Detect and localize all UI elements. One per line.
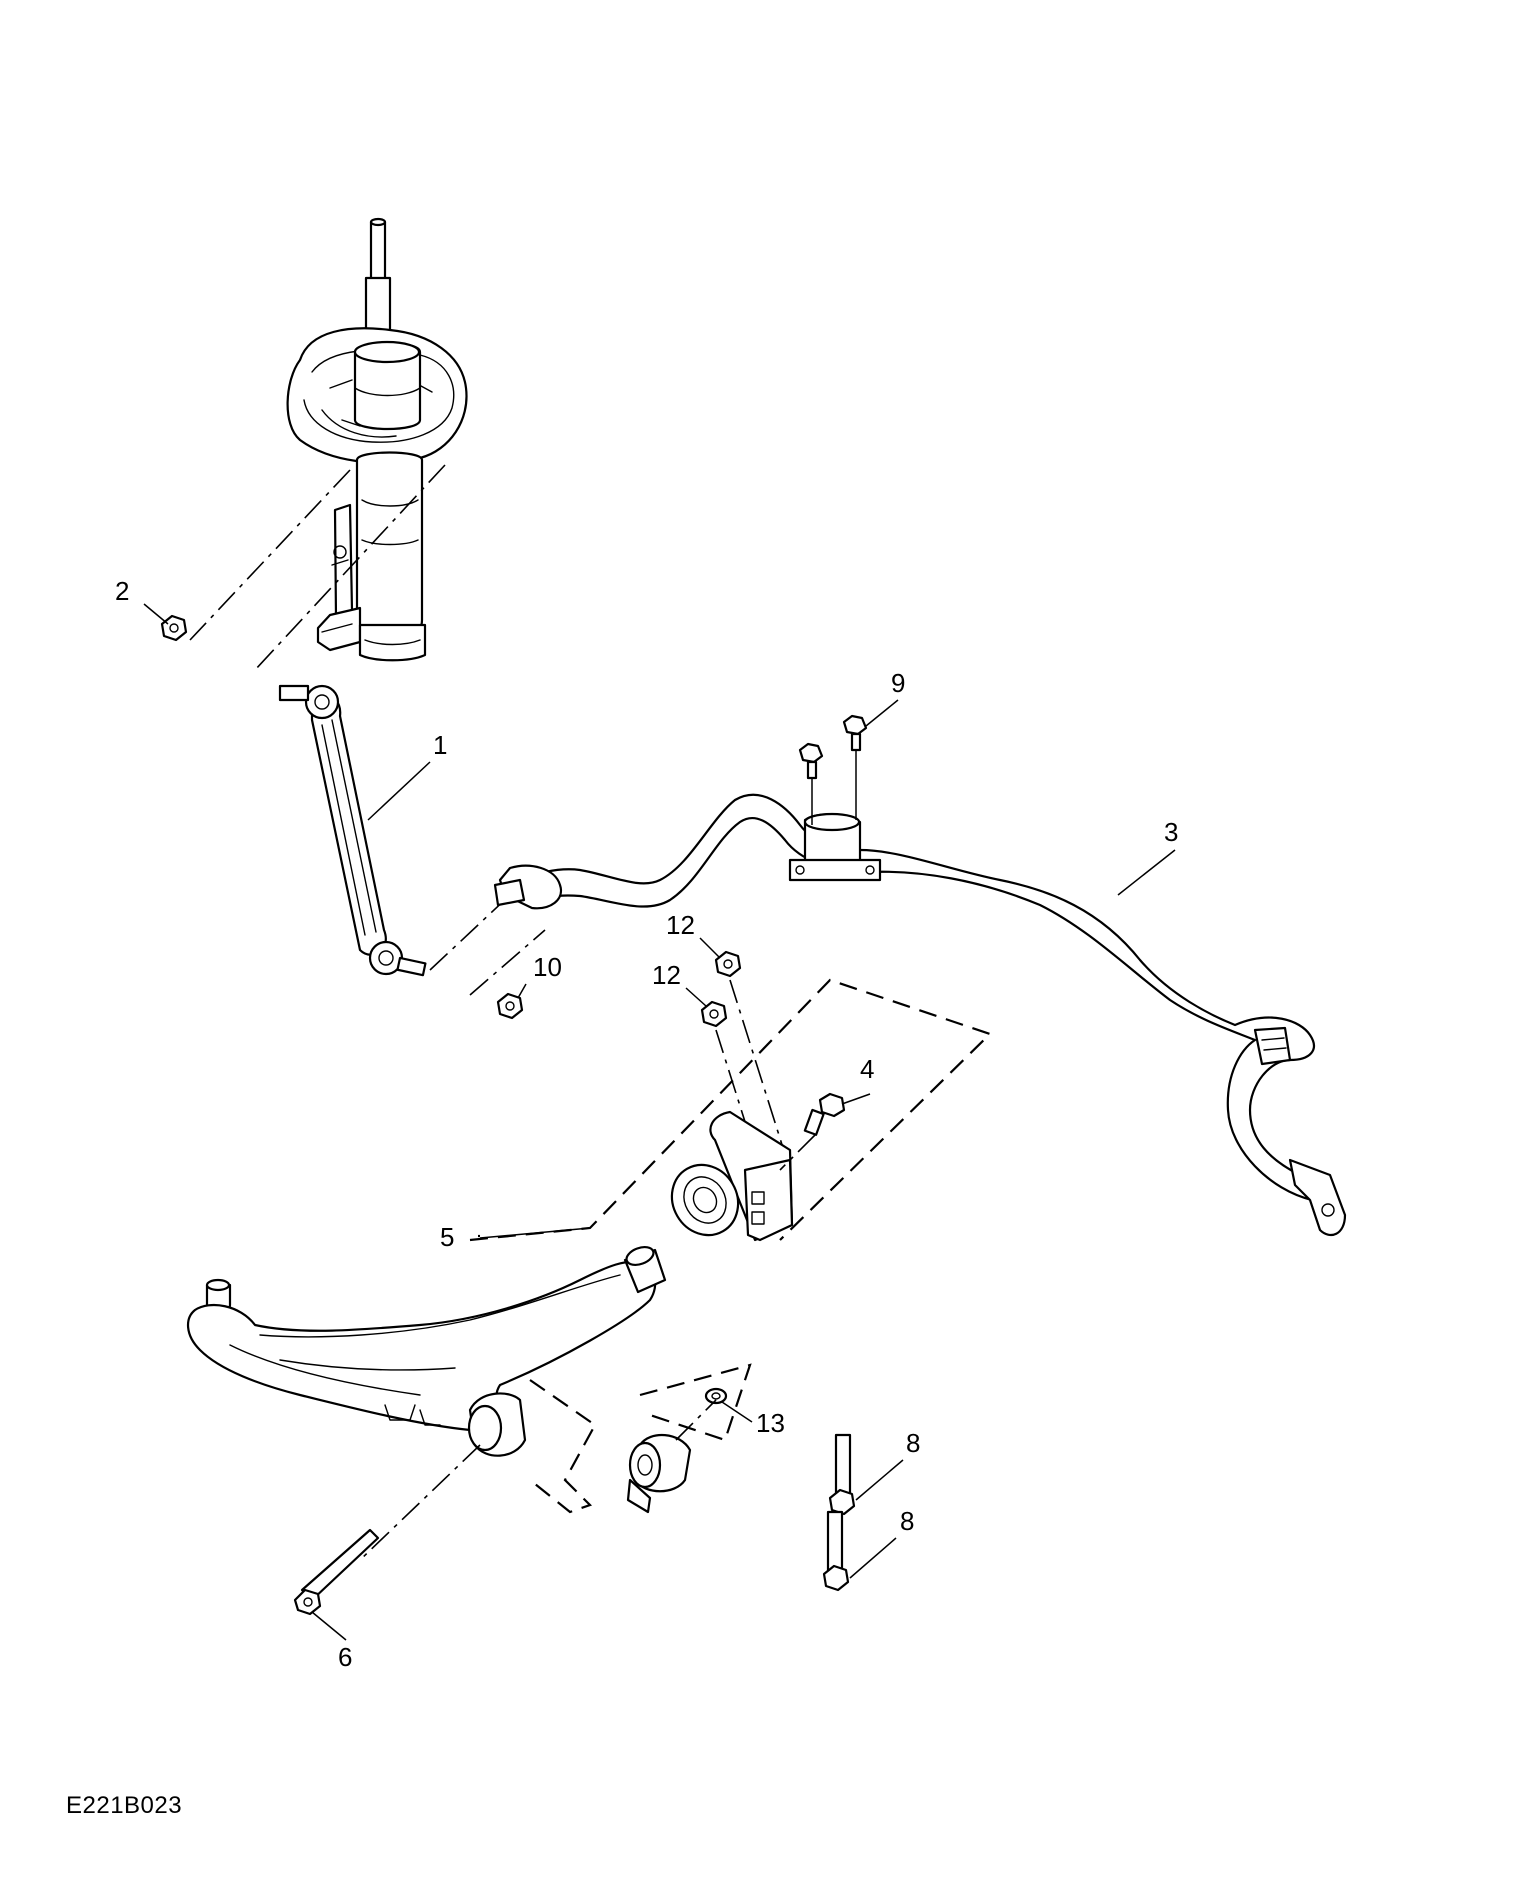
callout-8-upper: 8 (906, 1428, 920, 1458)
bolt-6 (293, 1528, 380, 1616)
callout-9: 9 (891, 668, 905, 698)
callout-3: 3 (1164, 817, 1178, 847)
bolts-9 (798, 714, 868, 825)
stabilizer-link-1 (278, 684, 427, 977)
callout-2: 2 (115, 576, 129, 606)
bolts-8 (822, 1433, 856, 1592)
bolt-4 (779, 1092, 846, 1171)
callout-6: 6 (338, 1642, 352, 1672)
callout-12-upper: 12 (666, 910, 695, 940)
stabilizer-bar-3 (493, 793, 1347, 1237)
callout-1: 1 (433, 730, 447, 760)
figure-code: E221B023 (66, 1792, 183, 1819)
detail-box-5 (469, 978, 993, 1242)
callout-13: 13 (756, 1408, 785, 1438)
nut-10 (496, 992, 524, 1020)
nuts-12 (700, 950, 742, 1028)
leader-strut-to-link (254, 464, 446, 671)
bushing-5 (670, 1110, 794, 1242)
rear-bushing (626, 1433, 692, 1514)
detail-box-rear (529, 1379, 597, 1514)
callout-8-lower: 8 (900, 1506, 914, 1536)
callout-labels: 1 2 3 4 5 6 8 8 9 10 12 12 13 (115, 576, 1178, 1672)
leader-arm-to-bolt6 (359, 1444, 481, 1561)
callout-10: 10 (533, 952, 562, 982)
callout-12-lower: 12 (652, 960, 681, 990)
strut-assembly (286, 217, 468, 662)
washer-13 (675, 1387, 728, 1441)
leader-bar-to-nut10 (469, 929, 546, 996)
leader-link-to-bar (429, 894, 511, 971)
callout-5: 5 (440, 1222, 454, 1252)
callout-leaders (143, 603, 1176, 1641)
leader-nut12-a (729, 979, 791, 1171)
lower-control-arm (187, 1245, 667, 1457)
callout-4: 4 (860, 1054, 874, 1084)
nut-2 (160, 614, 188, 642)
leader-strut-to-nut (189, 469, 351, 641)
detail-box-13 (639, 1363, 752, 1442)
